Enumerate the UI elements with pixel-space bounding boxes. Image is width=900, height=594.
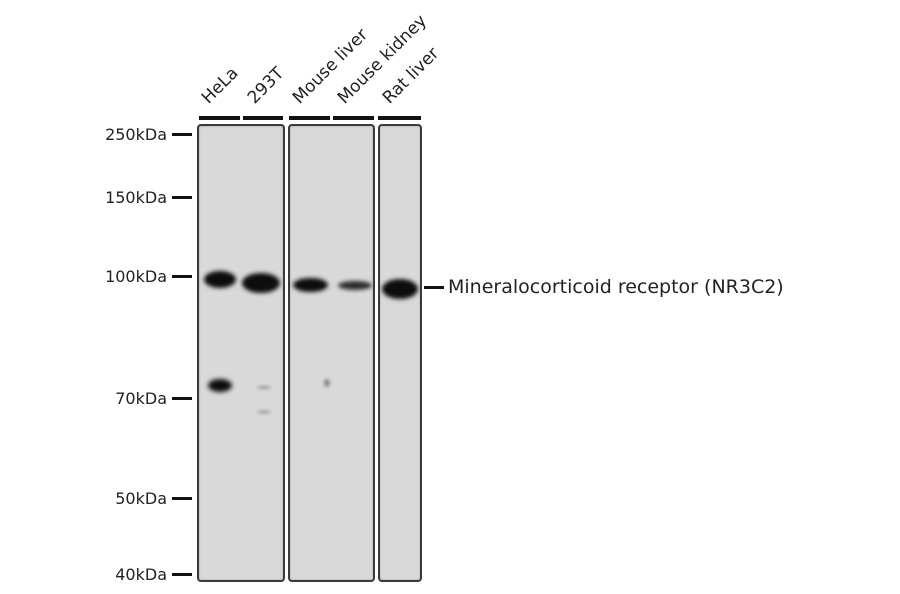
band-293t-100kda [242, 273, 280, 293]
marker-tick [172, 497, 192, 500]
target-label-text: Mineralocorticoid receptor (NR3C2) [448, 276, 784, 298]
lane-bar-mouse-liver [289, 116, 330, 120]
lane-bar-293t [243, 116, 283, 120]
marker-tick [172, 275, 192, 278]
marker-label: 150kDa [105, 188, 167, 207]
marker-70kda: 70kDa [115, 389, 192, 408]
band-mouse-liver-100kda [293, 278, 328, 292]
blot-panel-3 [378, 124, 422, 582]
marker-150kda: 150kDa [105, 188, 192, 207]
marker-label: 40kDa [115, 565, 167, 584]
marker-40kda: 40kDa [115, 565, 192, 584]
marker-100kda: 100kDa [105, 267, 192, 286]
band-mouse-kidney-100kda [338, 281, 372, 290]
marker-tick [172, 133, 192, 136]
lane-bar-mouse-kidney [333, 116, 374, 120]
marker-250kda: 250kDa [105, 125, 192, 144]
target-tick [424, 285, 444, 289]
band-hela-100kda [204, 271, 236, 288]
marker-label: 250kDa [105, 125, 167, 144]
marker-tick [172, 573, 192, 576]
band-293t-faint-1 [257, 386, 271, 389]
marker-label: 100kDa [105, 267, 167, 286]
lane-label-293t: 293T [243, 63, 289, 108]
band-rat-liver-100kda [382, 279, 418, 299]
marker-label: 50kDa [115, 489, 167, 508]
lane-bar-hela [199, 116, 240, 120]
band-293t-faint-2 [257, 410, 271, 414]
target-protein-label: Mineralocorticoid receptor (NR3C2) [424, 276, 784, 298]
marker-label: 70kDa [115, 389, 167, 408]
marker-tick [172, 397, 192, 400]
blot-panel-2 [288, 124, 375, 582]
blot-panel-1 [197, 124, 285, 582]
marker-50kda: 50kDa [115, 489, 192, 508]
marker-tick [172, 196, 192, 199]
lane-bar-rat-liver [378, 116, 421, 120]
band-mouse-liver-faint [324, 379, 330, 387]
band-hela-72kda [208, 379, 232, 392]
lane-label-hela: HeLa [197, 63, 243, 108]
